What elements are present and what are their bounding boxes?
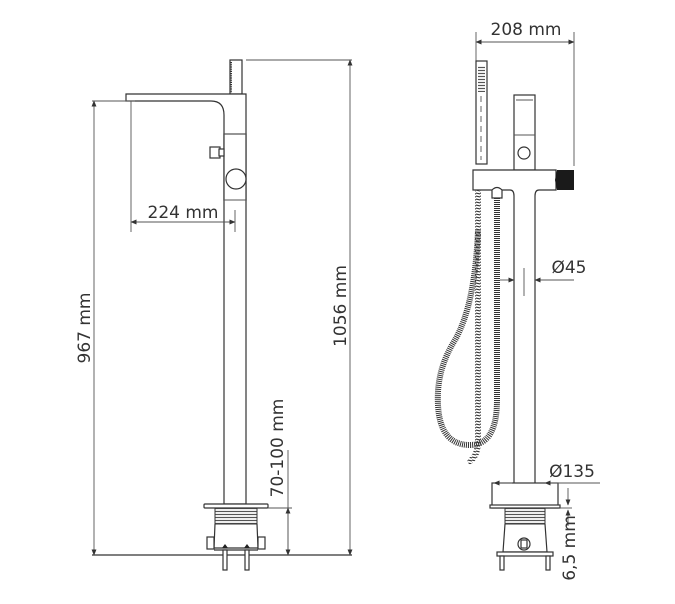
mixer-handle-front [555,170,574,190]
dim-spout-height: 967 mm [75,293,95,364]
dim-base-diameter: Ø135 [549,462,595,482]
base-cover [491,482,559,509]
side-view: 224 mm 967 mm 1056 mm 70-100 mm [75,59,353,571]
dim-spout-reach: 224 mm [148,203,219,223]
base-plate [203,503,269,509]
threaded-housing [214,507,258,525]
dim-base-height: 6,5 mm [560,515,580,581]
threaded-housing-front [504,507,546,525]
mixer-handle [225,168,247,190]
dim-width: 208 mm [491,20,562,40]
shower-hose [434,198,500,449]
dim-total-height: 1056 mm [331,265,351,347]
hand-shower-front [475,60,488,165]
dim-floor-adjust: 70-100 mm [268,399,288,498]
dim-column-diameter: Ø45 [551,258,586,278]
front-view: 208 mm Ø45 [434,20,600,581]
